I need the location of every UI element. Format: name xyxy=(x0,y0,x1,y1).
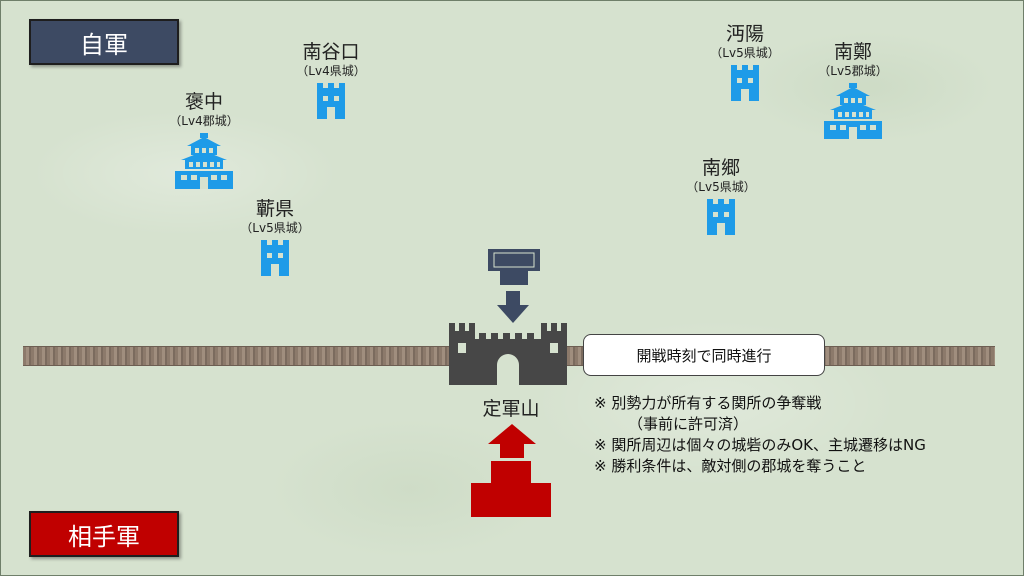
county-castle-icon xyxy=(175,133,233,189)
prefecture-castle-icon xyxy=(731,65,759,101)
simultaneous-advance-callout: 開戦時刻で同時進行 xyxy=(583,334,825,376)
castle-hochu[interactable]: 褒中 （Lv4郡城） xyxy=(167,91,241,189)
castle-level: （Lv5県城） xyxy=(710,46,780,60)
castle-nankokuko[interactable]: 南谷口 （Lv4県城） xyxy=(291,41,371,119)
arrow-up-icon xyxy=(488,424,536,458)
enemy-unit-icon[interactable] xyxy=(471,461,551,517)
fortress-icon[interactable] xyxy=(449,321,569,385)
castle-level: （Lv5県城） xyxy=(686,180,756,194)
castle-nantei[interactable]: 南鄭 （Lv5郡城） xyxy=(815,41,891,139)
self-army-label: 自軍 xyxy=(29,19,179,65)
castle-level: （Lv5県城） xyxy=(240,221,310,235)
note-line: ※ 勝利条件は、敵対側の郡城を奪うこと xyxy=(594,457,867,475)
note-line: ※ 関所周辺は個々の城砦のみOK、主城遷移はNG xyxy=(594,436,926,454)
castle-name: 蘄県 xyxy=(255,198,294,220)
castle-name: 褒中 xyxy=(184,91,223,113)
self-unit-icon[interactable] xyxy=(488,249,540,285)
note-line: ※ 別勢力が所有する関所の争奪戦 xyxy=(594,394,822,412)
castle-nankyo[interactable]: 南郷 （Lv5県城） xyxy=(683,157,759,235)
castle-level: （Lv4県城） xyxy=(296,64,366,78)
note-line: （事前に許可済） xyxy=(628,415,749,433)
castle-name: 南郷 xyxy=(701,157,740,179)
fortress-name: 定軍山 xyxy=(482,398,540,420)
prefecture-castle-icon xyxy=(261,240,289,276)
arrow-down-icon xyxy=(497,291,529,323)
castle-level: （Lv4郡城） xyxy=(169,114,239,128)
castle-level: （Lv5郡城） xyxy=(818,64,888,78)
castle-name: 南鄭 xyxy=(833,41,872,63)
castle-name: 南谷口 xyxy=(302,41,360,63)
enemy-army-label: 相手軍 xyxy=(29,511,179,557)
rules-notes: ※ 別勢力が所有する関所の争奪戦 （事前に許可済） ※ 関所周辺は個々の城砦のみ… xyxy=(594,393,926,477)
prefecture-castle-icon xyxy=(707,199,735,235)
prefecture-castle-icon xyxy=(317,83,345,119)
county-castle-icon xyxy=(824,83,882,139)
castle-benyo[interactable]: 沔陽 （Lv5県城） xyxy=(707,23,783,101)
castle-kiken[interactable]: 蘄県 （Lv5県城） xyxy=(237,198,313,276)
castle-name: 沔陽 xyxy=(725,23,764,45)
